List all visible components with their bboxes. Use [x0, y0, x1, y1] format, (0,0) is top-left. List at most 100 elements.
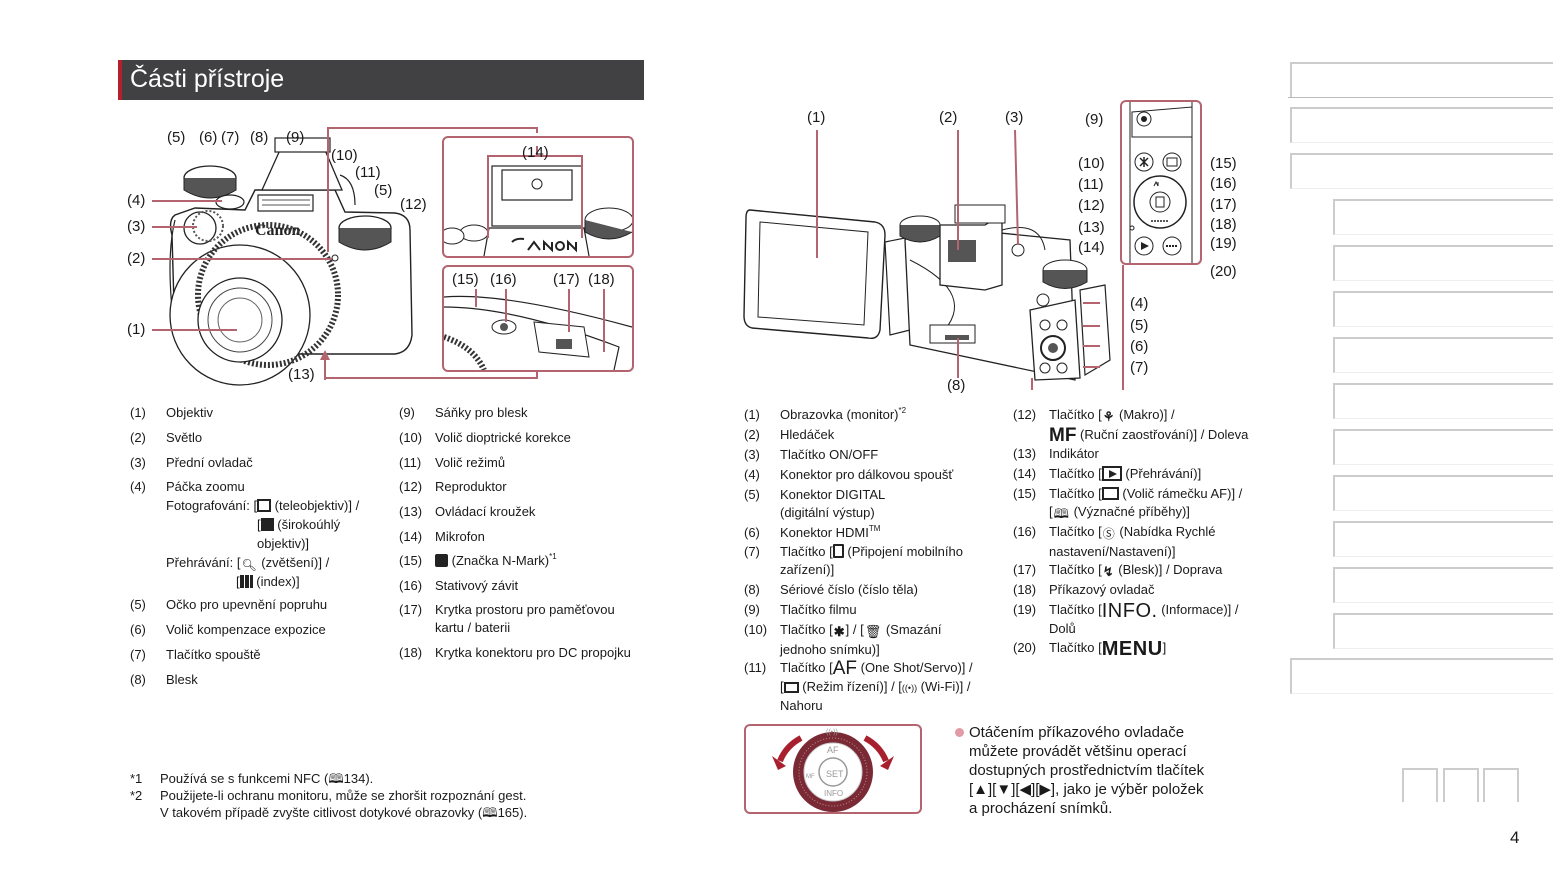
leader-line: [152, 200, 222, 202]
back-callout-4: (4): [1130, 295, 1149, 312]
trash-icon: 🗑︎: [864, 624, 882, 639]
nav-subtab[interactable]: [1333, 429, 1553, 465]
list-item: (10)Volič dioptrické korekce: [399, 430, 571, 445]
list-item: (17)Tlačítko [↯ (Blesk)] / Doprava: [1013, 562, 1223, 579]
back-callout-8: (8): [947, 377, 966, 394]
back-callout-19: (19): [1210, 235, 1237, 252]
nav-subtab[interactable]: [1333, 337, 1553, 373]
front-callout-5b: (5): [374, 182, 393, 199]
brand-logo-text: Canon: [255, 222, 300, 239]
front-callout-12: (12): [400, 196, 427, 213]
dial-tip: Otáčením příkazového ovladače můžete pro…: [955, 723, 1235, 818]
back-parts-list-right: (12)Tlačítko [⚘ (Makro)] /MF (Ruční zaos…: [1013, 406, 1273, 659]
list-item: (4) Páčka zoomu Fotografování: [ (teleob…: [130, 479, 360, 589]
book-icon: 🕮︎: [482, 805, 498, 820]
tele-icon: [257, 499, 272, 512]
magnify-icon: 🔍︎: [241, 558, 257, 572]
back-callout-5: (5): [1130, 317, 1149, 334]
nav-divider: [1288, 97, 1553, 98]
ae-lock-icon: ✱: [833, 624, 845, 639]
front-callout-13: (13): [288, 366, 315, 383]
list-item: (4)Konektor pro dálkovou spoušť: [744, 467, 954, 482]
back-callout-11: (11): [1078, 176, 1104, 193]
back-callout-14: (14): [1078, 239, 1105, 256]
mf-icon: MF: [1049, 425, 1077, 446]
back-callout-7: (7): [1130, 359, 1149, 376]
footnote: *1 Používá se s funkcemi NFC (🕮︎134).: [130, 771, 374, 786]
dial-info-label: INFO: [824, 789, 843, 798]
list-item: (2)Světlo: [130, 430, 203, 445]
nav-tab[interactable]: [1290, 107, 1553, 143]
list-item: (5)Očko pro upevnění popruhu: [130, 597, 328, 612]
back-parts-list-left: (1)Obrazovka (monitor)*2 (2)Hledáček (3)…: [744, 406, 1009, 715]
drive-mode-icon: [783, 682, 799, 693]
list-item: (16)Stativový závit: [399, 578, 519, 593]
back-callout-2: (2): [939, 109, 958, 126]
back-button[interactable]: [1443, 768, 1479, 802]
list-item: (18)Krytka konektoru pro DC propojku: [399, 645, 631, 660]
section-title-bar: Části přístroje: [118, 60, 644, 100]
nav-tab[interactable]: [1290, 658, 1553, 694]
nav-subtab[interactable]: [1333, 567, 1553, 603]
menu-icon: MENU: [1101, 638, 1163, 660]
nav-tab[interactable]: [1290, 62, 1553, 98]
nav-subtab[interactable]: [1333, 383, 1553, 419]
flash-icon: ↯: [1102, 564, 1114, 579]
back-callout-3: (3): [1005, 109, 1024, 126]
leader-line: [152, 258, 332, 260]
mobile-device-icon: [832, 544, 844, 558]
back-callout-9: (9): [1085, 111, 1104, 128]
list-item: (15)Tlačítko [ (Volič rámečku AF)] /[🕮︎ …: [1013, 486, 1243, 521]
back-callout-13: (13): [1078, 219, 1105, 236]
dial-illustration-frame: [744, 724, 922, 814]
back-callout-12: (12): [1078, 197, 1105, 214]
front-callout-8: (8): [250, 129, 269, 146]
wide-icon: [260, 518, 274, 531]
af-frame-selector-icon: [1101, 487, 1119, 500]
af-icon: AF: [832, 658, 858, 679]
front-callout-9: (9): [286, 129, 305, 146]
inset-top-frame: [442, 136, 634, 258]
nav-subtab[interactable]: [1333, 613, 1553, 649]
list-item: (12)Reproduktor: [399, 479, 507, 494]
nav-subtab[interactable]: [1333, 475, 1553, 511]
page-title: Části přístroje: [130, 65, 285, 93]
inset-callout-17: (17): [553, 271, 580, 288]
nav-subtab[interactable]: [1333, 521, 1553, 557]
nav-subtab[interactable]: [1333, 291, 1553, 327]
inset-bottom-frame: [442, 265, 634, 372]
next-page-button[interactable]: [1483, 768, 1519, 802]
inset-top-hotshoe-illustration: [444, 146, 632, 256]
nav-subtab[interactable]: [1333, 245, 1553, 281]
front-callout-4: (4): [127, 192, 146, 209]
dial-wifi-label: ((•)): [826, 729, 838, 736]
inset-callout-18: (18): [588, 271, 615, 288]
list-item: (14)Tlačítko [ (Přehrávání)]: [1013, 466, 1202, 481]
back-button-panel-illustration: [1129, 102, 1193, 263]
front-callout-11: (11): [355, 164, 381, 181]
back-button-panel-frame: [1120, 100, 1202, 265]
page-number: 4: [1510, 828, 1520, 847]
list-item: (15) (Značka N-Mark)*1: [399, 552, 557, 569]
macro-flower-icon: ⚘: [1102, 409, 1115, 424]
list-item: (9)Sáňky pro blesk: [399, 405, 528, 420]
nav-tab[interactable]: [1290, 153, 1553, 189]
list-item: (13)Ovládací kroužek: [399, 504, 536, 519]
bullet-icon: [955, 728, 964, 737]
list-item: (14)Mikrofon: [399, 529, 485, 544]
book-icon: 🕮︎: [328, 771, 344, 786]
leader-line: [152, 329, 237, 331]
list-item: (18)Příkazový ovladač: [1013, 582, 1155, 597]
control-dial-illustration: SET AF INFO MF ((•)): [772, 729, 894, 812]
list-item: (3)Tlačítko ON/OFF: [744, 447, 879, 462]
info-icon: INFO.: [1101, 600, 1158, 622]
list-item: (8)Blesk: [130, 672, 198, 687]
footnote: *2 Použijete-li ochranu monitoru, může s…: [130, 788, 528, 820]
front-callout-5a: (5): [167, 129, 186, 146]
inset-callout-15: (15): [452, 271, 479, 288]
nav-subtab[interactable]: [1333, 199, 1553, 235]
list-item: (7)Tlačítko spouště: [130, 647, 261, 662]
prev-page-button[interactable]: [1402, 768, 1438, 802]
list-item: (1)Obrazovka (monitor)*2: [744, 406, 907, 423]
